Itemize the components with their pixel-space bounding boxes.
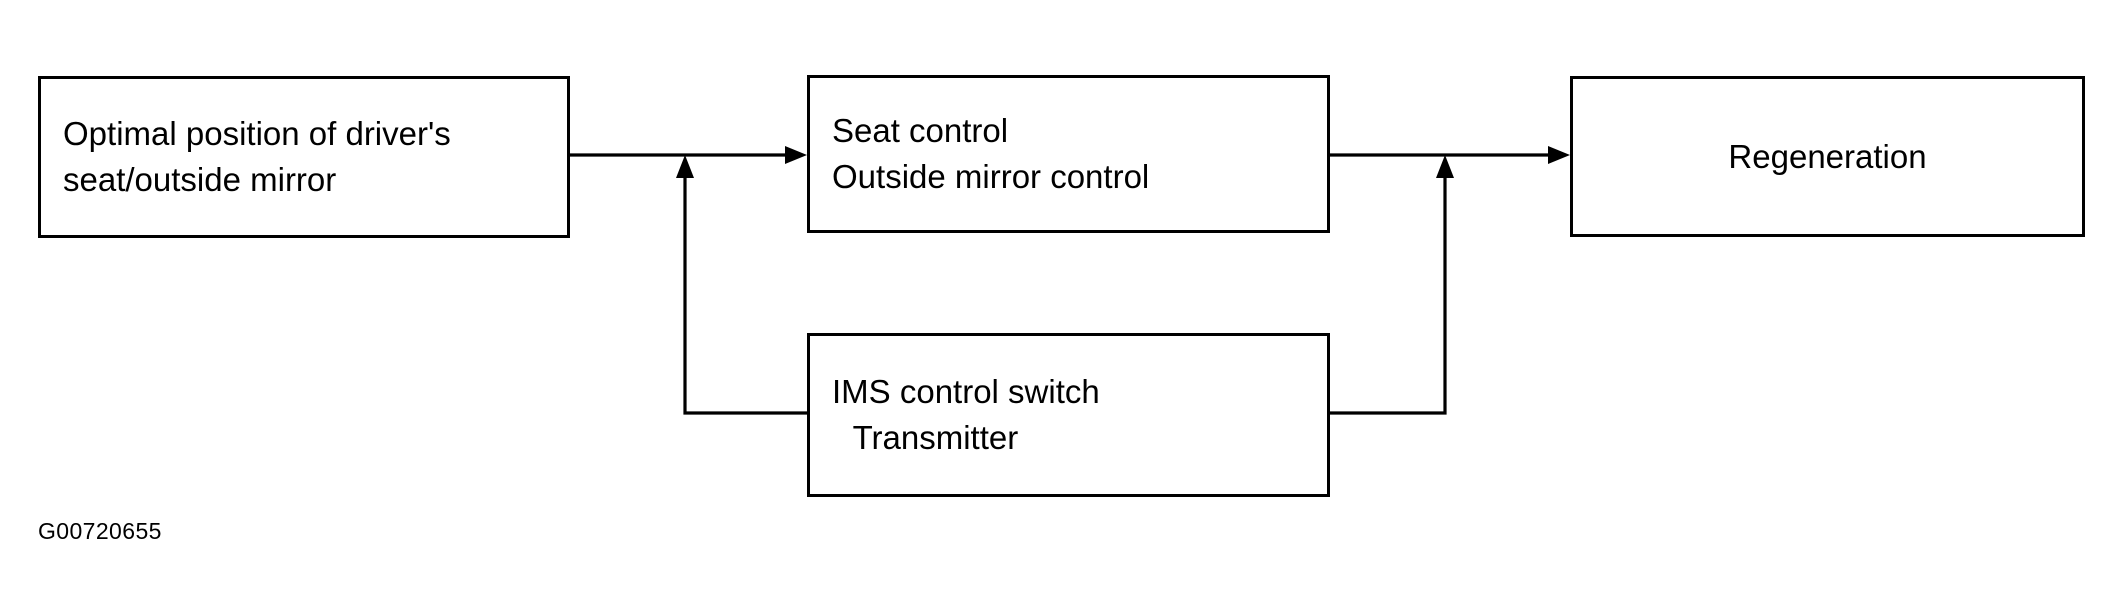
arrowhead-ims-left-feedback [676, 155, 694, 178]
block-seat-control-line-2: Outside mirror control [832, 158, 1150, 195]
block-seat-control-line-1: Seat control [832, 112, 1009, 150]
block-optimal-position-line-2: seat/outside mirror [63, 161, 337, 198]
arrowhead-ims-right-feedback [1436, 155, 1454, 178]
block-ims-control-switch-line-1: IMS control switch [832, 373, 1100, 411]
arrowhead-into-regeneration [1548, 146, 1570, 164]
block-regeneration: Regeneration [1570, 76, 2085, 237]
connector-ims-right-feedback [1330, 163, 1447, 415]
block-seat-control: Seat control Outside mirror control [807, 75, 1330, 233]
block-ims-control-switch: IMS control switch Transmitter [807, 333, 1330, 497]
figure-caption: G00720655 [38, 518, 162, 544]
block-regeneration-line-1: Regeneration [1728, 137, 1927, 175]
block-optimal-position-line-1: Optimal position of driver's [63, 115, 451, 153]
block-ims-control-switch-line-2: Transmitter [844, 419, 1019, 456]
connector-ims-left-feedback [683, 163, 807, 415]
arrowhead-into-seat-control [785, 146, 807, 164]
block-optimal-position: Optimal position of driver's seat/outsid… [38, 76, 570, 238]
